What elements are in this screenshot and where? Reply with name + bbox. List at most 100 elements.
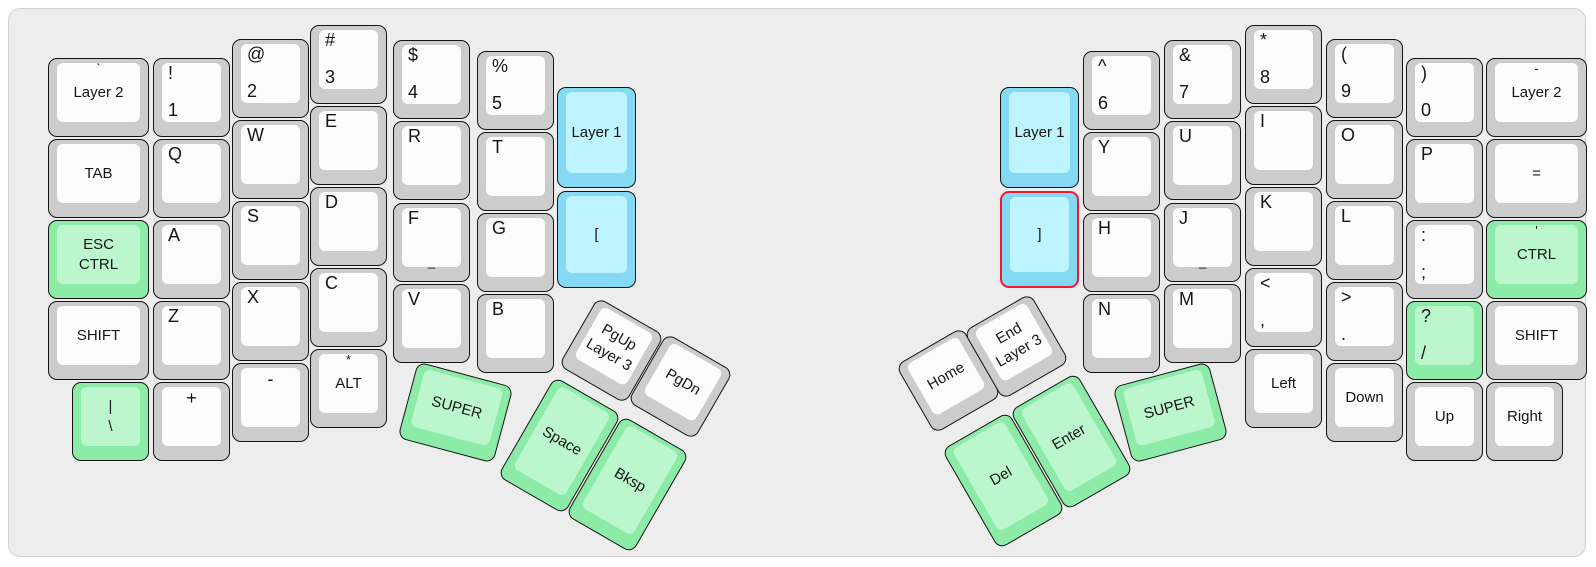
key-y[interactable]: Y xyxy=(1083,132,1160,211)
key-legend: Layer 2 xyxy=(1511,83,1562,101)
key-arrow-left[interactable]: Left xyxy=(1245,349,1322,428)
key-minus-layer2[interactable]: -Layer 2 xyxy=(1486,58,1587,137)
key-dollar-4[interactable]: $4 xyxy=(393,40,470,119)
key-semicolon[interactable]: :; xyxy=(1406,220,1483,299)
keycap-top: !1 xyxy=(162,63,221,122)
keycap-top: >. xyxy=(1335,287,1394,346)
key-center-legends: Layer 2 xyxy=(1495,63,1578,122)
keycap-top: [ xyxy=(566,196,627,273)
key-legend: Q xyxy=(168,144,183,164)
key-legend: R xyxy=(408,126,421,146)
keycap-top: A xyxy=(162,225,221,284)
key-p[interactable]: P xyxy=(1406,139,1483,218)
key-quote-ctrl[interactable]: 'CTRL xyxy=(1486,220,1587,299)
key-center-legends: Layer 1 xyxy=(566,92,627,173)
keycap-top: |\ xyxy=(81,387,140,446)
key-o[interactable]: O xyxy=(1326,120,1403,199)
key-lbracket[interactable]: [ xyxy=(557,191,636,288)
keycap-top: R xyxy=(402,126,461,185)
key-i[interactable]: I xyxy=(1245,106,1322,185)
key-a[interactable]: A xyxy=(153,220,230,299)
key-minus-left[interactable]: - xyxy=(232,363,309,442)
key-legend: + xyxy=(186,388,197,408)
key-alt[interactable]: *ALT xyxy=(310,349,387,428)
keycap-top: )0 xyxy=(1415,63,1474,122)
keycap-top: SHIFT xyxy=(1495,306,1578,365)
keycap-top: G xyxy=(486,218,545,277)
key-legend: M xyxy=(1179,289,1194,309)
key-v[interactable]: V xyxy=(393,284,470,363)
key-legend: ) xyxy=(1421,63,1427,83)
key-plus[interactable]: + xyxy=(153,382,230,461)
key-star-8[interactable]: *8 xyxy=(1245,25,1322,104)
key-legend: Space xyxy=(539,422,585,459)
key-paren-0[interactable]: )0 xyxy=(1406,58,1483,137)
key-legend: K xyxy=(1260,192,1273,212)
key-exclam-1[interactable]: !1 xyxy=(153,58,230,137)
key-super-left[interactable]: SUPER xyxy=(397,361,514,464)
keycap-top: H xyxy=(1092,218,1151,277)
key-m[interactable]: M xyxy=(1164,284,1241,363)
key-s[interactable]: S xyxy=(232,201,309,280)
keycap-top: + xyxy=(162,387,221,446)
key-j[interactable]: J_ xyxy=(1164,203,1241,282)
key-c[interactable]: C xyxy=(310,268,387,347)
key-legend: T xyxy=(492,137,503,157)
key-legend: * xyxy=(1260,30,1268,50)
key-g[interactable]: G xyxy=(477,213,554,292)
key-shift-right[interactable]: SHIFT xyxy=(1486,301,1587,380)
key-d[interactable]: D xyxy=(310,187,387,266)
key-f[interactable]: F_ xyxy=(393,203,470,282)
key-caret-6[interactable]: ^6 xyxy=(1083,51,1160,130)
key-legend: > xyxy=(1341,287,1352,307)
key-legend: , xyxy=(1260,310,1266,330)
key-legend: ! xyxy=(168,63,174,83)
key-legend: 2 xyxy=(247,81,258,101)
key-amp-7[interactable]: &7 xyxy=(1164,40,1241,119)
key-legend: ESC xyxy=(83,236,114,253)
key-percent-5[interactable]: %5 xyxy=(477,51,554,130)
keycap-top: TAB xyxy=(57,144,140,203)
keycap-top: Left xyxy=(1254,354,1313,413)
keycap-top: SUPER xyxy=(1122,368,1216,447)
key-legend: ALT xyxy=(335,374,362,392)
key-period[interactable]: >. xyxy=(1326,282,1403,361)
key-comma[interactable]: <, xyxy=(1245,268,1322,347)
key-legend: Del xyxy=(986,462,1015,489)
key-u[interactable]: U xyxy=(1164,121,1241,200)
key-pipe-backslash[interactable]: |\ xyxy=(72,382,149,461)
key-x[interactable]: X xyxy=(232,282,309,361)
key-super-right[interactable]: SUPER xyxy=(1112,361,1229,464)
key-equals[interactable]: = xyxy=(1486,139,1587,218)
key-arrow-right[interactable]: Right xyxy=(1486,382,1563,461)
keycap-top: K xyxy=(1254,192,1313,251)
key-b[interactable]: B xyxy=(477,294,554,373)
key-k[interactable]: K xyxy=(1245,187,1322,266)
key-r[interactable]: R xyxy=(393,121,470,200)
key-tab[interactable]: TAB xyxy=(48,139,149,218)
key-layer2-left[interactable]: `Layer 2 xyxy=(48,58,149,137)
key-layer1-left[interactable]: Layer 1 xyxy=(557,87,636,188)
key-n[interactable]: N xyxy=(1083,294,1160,373)
key-legend: W xyxy=(247,125,264,145)
key-w[interactable]: W xyxy=(232,120,309,199)
key-q[interactable]: Q xyxy=(153,139,230,218)
key-z[interactable]: Z xyxy=(153,301,230,380)
keycap-top: :; xyxy=(1415,225,1474,284)
key-l[interactable]: L xyxy=(1326,201,1403,280)
key-t[interactable]: T xyxy=(477,132,554,211)
key-arrow-up[interactable]: Up xyxy=(1406,382,1483,461)
key-arrow-down[interactable]: Down xyxy=(1326,363,1403,442)
key-question-slash[interactable]: ?/ xyxy=(1406,301,1483,380)
key-paren-9[interactable]: (9 xyxy=(1326,39,1403,118)
key-rbracket[interactable]: ] xyxy=(1000,191,1079,288)
key-e[interactable]: E xyxy=(310,106,387,185)
key-center-legends: Down xyxy=(1335,368,1394,427)
key-layer1-right[interactable]: Layer 1 xyxy=(1000,87,1079,188)
key-hash-3[interactable]: #3 xyxy=(310,25,387,104)
key-h[interactable]: H xyxy=(1083,213,1160,292)
key-at-2[interactable]: @2 xyxy=(232,39,309,118)
key-shift-left[interactable]: SHIFT xyxy=(48,301,149,380)
